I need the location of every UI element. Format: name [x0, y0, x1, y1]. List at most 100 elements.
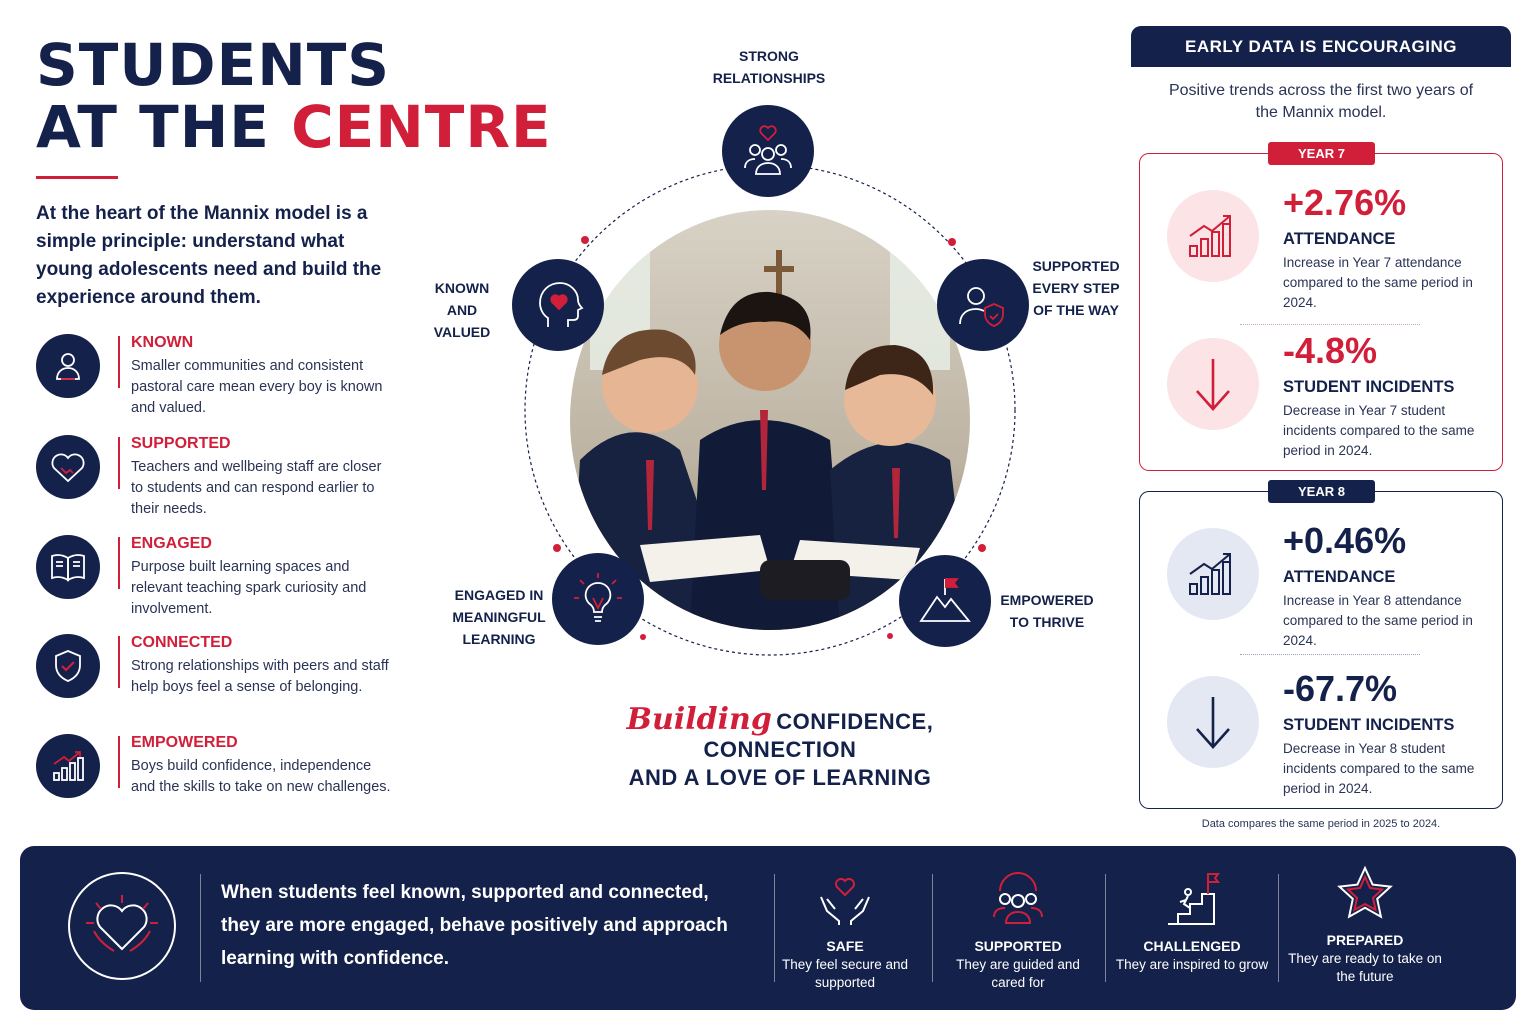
banner-item-desc: They are ready to take on the future	[1288, 951, 1442, 984]
stat-label: ATTENDANCE	[1283, 568, 1396, 586]
person-icon	[36, 334, 100, 398]
relationships-node	[722, 105, 814, 197]
pillar-title: KNOWN	[131, 334, 194, 351]
stat-value: -67.7%	[1283, 668, 1398, 709]
stat-desc: Increase in Year 8 attendance compared t…	[1283, 593, 1473, 648]
stat-divider	[1240, 654, 1420, 655]
bar-chart-up-icon	[1167, 528, 1259, 620]
panel-subheading: Positive trends across the first two yea…	[1168, 82, 1474, 121]
early-data-panel: EARLY DATA IS ENCOURAGING Positive trend…	[1131, 26, 1511, 816]
group-icon	[938, 868, 1098, 930]
stat-attendance: +0.46% ATTENDANCE Increase in Year 8 att…	[1140, 492, 1504, 648]
pillar-accent-line	[118, 736, 120, 788]
tagline-line-2: AND A LOVE OF LEARNING	[628, 765, 932, 790]
pillar-accent-line	[118, 437, 120, 489]
pillar-accent-line	[118, 537, 120, 589]
growth-chart-icon	[36, 734, 100, 798]
known-node	[512, 259, 604, 351]
stat-incidents: -4.8% STUDENT INCIDENTS Decrease in Year…	[1140, 302, 1504, 458]
year-7-box: YEAR 7 +2.76% ATTENDANCE Increase in Yea…	[1139, 142, 1504, 471]
stat-desc: Decrease in Year 7 student incidents com…	[1283, 403, 1475, 458]
year-tag: YEAR 7	[1268, 142, 1375, 165]
pillar-accent-line	[118, 336, 120, 388]
stat-value: +2.76%	[1283, 182, 1407, 223]
year-tag: YEAR 8	[1268, 480, 1375, 503]
year-8-box: YEAR 8 +0.46% ATTENDANCE Increase in Yea…	[1139, 480, 1504, 809]
stat-label: ATTENDANCE	[1283, 230, 1396, 248]
group-heart-icon	[744, 125, 792, 175]
banner-item-title: PREPARED	[1326, 932, 1404, 948]
stat-attendance: +2.76% ATTENDANCE Increase in Year 7 att…	[1140, 154, 1504, 310]
title-line-2: AT THE CENTRE	[36, 93, 552, 161]
pillar-title: SUPPORTED	[131, 435, 231, 452]
title-underline	[36, 176, 118, 179]
glowing-heart-icon	[68, 872, 176, 980]
intro-text: At the heart of the Mannix model is a si…	[36, 203, 382, 308]
banner-item-desc: They feel secure and supported	[781, 957, 909, 990]
climber-flag-icon	[1112, 868, 1272, 930]
person-shield-icon	[959, 287, 1004, 327]
tagline-script: Building	[626, 702, 772, 737]
banner-item-prepared: PREPARED They are ready to take on the f…	[1285, 862, 1445, 986]
banner-divider	[932, 874, 933, 982]
banner-message: When students feel known, supported and …	[221, 882, 728, 969]
pillar-desc: Purpose built learning spaces and releva…	[131, 559, 367, 617]
tagline: Building CONFIDENCE, CONNECTION AND A LO…	[560, 702, 1000, 791]
pillar-known: KNOWN Smaller communities and consistent…	[36, 334, 396, 426]
engaged-node	[552, 553, 644, 645]
banner-item-desc: They are guided and cared for	[956, 957, 1080, 990]
head-heart-icon	[539, 282, 584, 327]
bar-chart-up-icon	[1167, 190, 1259, 282]
empowered-node	[899, 555, 991, 647]
banner-item-title: SUPPORTED	[974, 938, 1062, 954]
page-title: STUDENTS AT THE CENTRE	[36, 34, 552, 158]
shield-check-icon	[36, 634, 100, 698]
panel-heading: EARLY DATA IS ENCOURAGING	[1131, 26, 1511, 67]
banner-item-safe: SAFE They feel secure and supported	[765, 868, 925, 992]
stat-value: +0.46%	[1283, 520, 1407, 561]
pillar-desc: Strong relationships with peers and staf…	[131, 658, 389, 695]
lightbulb-icon	[574, 573, 622, 622]
banner-item-challenged: CHALLENGED They are inspired to grow	[1112, 868, 1272, 974]
pillar-desc: Boys build confidence, independence and …	[131, 758, 391, 795]
title-line-1: STUDENTS	[36, 31, 391, 99]
open-book-icon	[36, 535, 100, 599]
banner-divider	[1278, 874, 1279, 982]
data-footnote: Data compares the same period in 2025 to…	[1201, 818, 1441, 830]
pillar-title: CONNECTED	[131, 634, 233, 651]
tagline-line-1: CONFIDENCE, CONNECTION	[703, 709, 934, 762]
pillar-accent-line	[118, 636, 120, 688]
mountain-flag-icon	[919, 578, 971, 622]
arrow-down-icon	[1167, 338, 1259, 430]
pillar-desc: Teachers and wellbeing staff are closer …	[131, 459, 382, 517]
banner-divider	[1105, 874, 1106, 982]
stat-label: STUDENT INCIDENTS	[1283, 716, 1455, 734]
title-accent: CENTRE	[291, 93, 552, 161]
pillar-title: EMPOWERED	[131, 734, 238, 751]
pillar-supported: SUPPORTED Teachers and wellbeing staff a…	[36, 435, 396, 527]
stat-desc: Decrease in Year 8 student incidents com…	[1283, 741, 1475, 796]
banner-item-supported: SUPPORTED They are guided and cared for	[938, 868, 1098, 992]
stat-desc: Increase in Year 7 attendance compared t…	[1283, 255, 1473, 310]
banner-divider	[200, 874, 201, 982]
stat-label: STUDENT INCIDENTS	[1283, 378, 1455, 396]
stat-incidents: -67.7% STUDENT INCIDENTS Decrease in Yea…	[1140, 640, 1504, 796]
pillar-title: ENGAGED	[131, 535, 212, 552]
stat-value: -4.8%	[1283, 330, 1378, 371]
banner-divider	[774, 874, 775, 982]
pillar-desc: Smaller communities and consistent pasto…	[131, 358, 383, 416]
arrow-down-icon	[1167, 676, 1259, 768]
banner-item-desc: They are inspired to grow	[1115, 957, 1269, 972]
pillar-connected: CONNECTED Strong relationships with peer…	[36, 634, 396, 726]
star-icon	[1285, 862, 1445, 924]
hands-heart-icon	[765, 868, 925, 930]
pillar-empowered: EMPOWERED Boys build confidence, indepen…	[36, 734, 396, 826]
stat-divider	[1240, 324, 1420, 325]
bottom-banner: When students feel known, supported and …	[20, 846, 1516, 1010]
banner-item-title: CHALLENGED	[1143, 938, 1241, 954]
